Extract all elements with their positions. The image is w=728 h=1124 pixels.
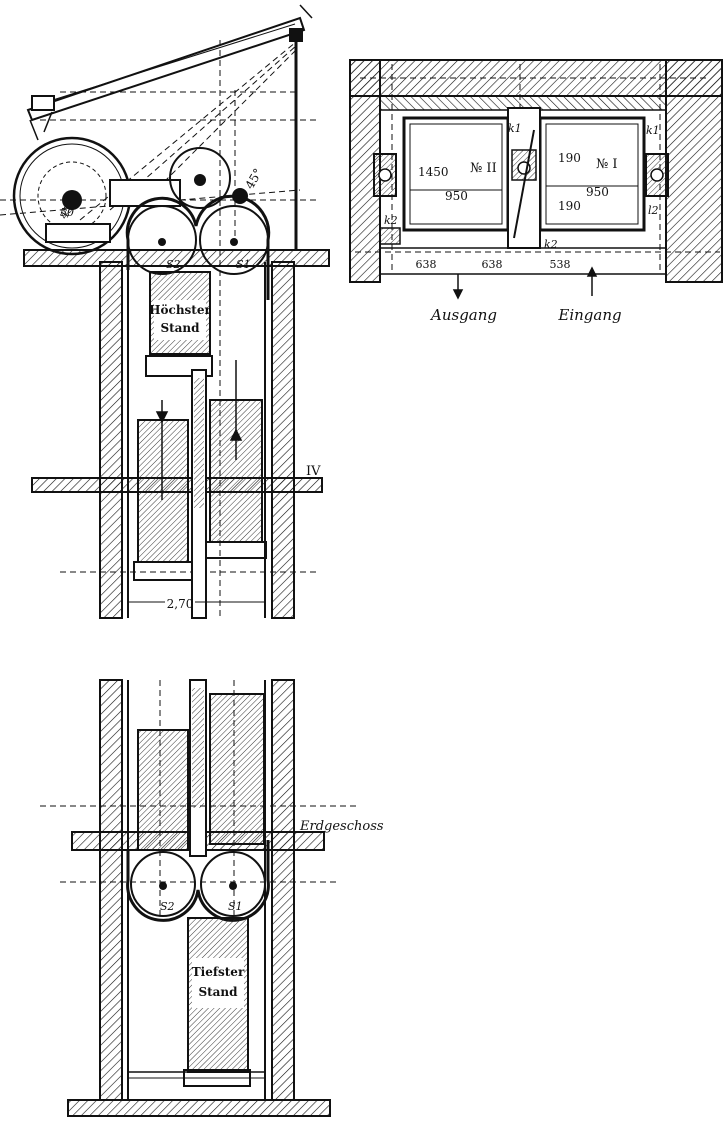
counterweight-right-bottom [209,693,265,845]
sheave-s1-label-top: S1 [236,258,251,271]
sheaves-top: S2 S1 [125,194,271,300]
cab-i-name: № I [596,157,618,172]
plan-cab-ii: № II 1450 950 [402,116,510,232]
guide-wheel [169,147,248,209]
elevation-top: 50 45° 45° IV S2 S1 [0,4,330,620]
tiefster-line2: Stand [198,985,238,999]
counterweight-left-top [137,419,189,563]
cab-ii-width: 1450 [418,165,449,179]
cab-i-width: 190 [558,151,581,165]
shaft-wall-left [99,261,123,619]
shaft-wall-right-bottom [271,679,295,1101]
plan-wall-right [665,59,723,283]
cab-i-inner: 950 [586,185,609,199]
l2-label: l2 [648,204,659,217]
plan-dim-2: 638 [482,258,503,271]
cab-i-depth: 190 [558,199,581,213]
plan-cab-i: № I 190 950 190 [538,116,646,232]
plan-dim-1: 638 [416,258,437,271]
sheaves-bottom: S2 S1 [126,840,270,922]
exit-label: Ausgang [429,306,497,324]
floor-iv-label: IV [306,464,321,479]
dimension-width-label: 2,70 [167,597,194,611]
cab-lowest: Tiefster Stand [183,917,251,1087]
cab-highest: Höchster Stand [145,271,213,377]
elevation-bottom: Erdgeschoss S2 S1 Tiefster [40,679,384,1117]
plan-view: № II 1450 950 № I 190 950 190 k1 k1 k2 k… [349,59,723,324]
crane-boom [26,4,313,250]
shaft-wall-left-bottom [99,679,123,1101]
cab-ii-name: № II [470,161,497,176]
motion-arrows-top [155,360,243,500]
k2-label-a: k2 [384,214,398,227]
entrance-label: Eingang [557,306,621,324]
tiefster-line1: Tiefster [192,965,245,979]
k1-label-b: k1 [646,124,660,137]
winding-drum: 50 [12,136,132,256]
svg-text:50: 50 [60,206,74,219]
k2-label-b: k2 [544,238,558,251]
shaft-wall-right [271,261,295,619]
pit-floor [67,1099,331,1117]
plan-dim-3: 538 [550,258,571,271]
erdgeschoss-label: Erdgeschoss [299,819,384,834]
cab-ii-inner: 950 [445,189,468,203]
counterweight-left-bottom [137,729,189,851]
k1-label-a: k1 [508,122,522,135]
hoechster-line1: Höchster [149,303,211,317]
sheave-s2-label-bottom: S2 [160,900,175,913]
hoechster-line2: Stand [160,321,200,335]
sheave-s1-label-bottom: S1 [228,900,243,913]
angle-right-label: 45° [242,166,265,191]
sheave-s2-label-top: S2 [166,258,181,271]
